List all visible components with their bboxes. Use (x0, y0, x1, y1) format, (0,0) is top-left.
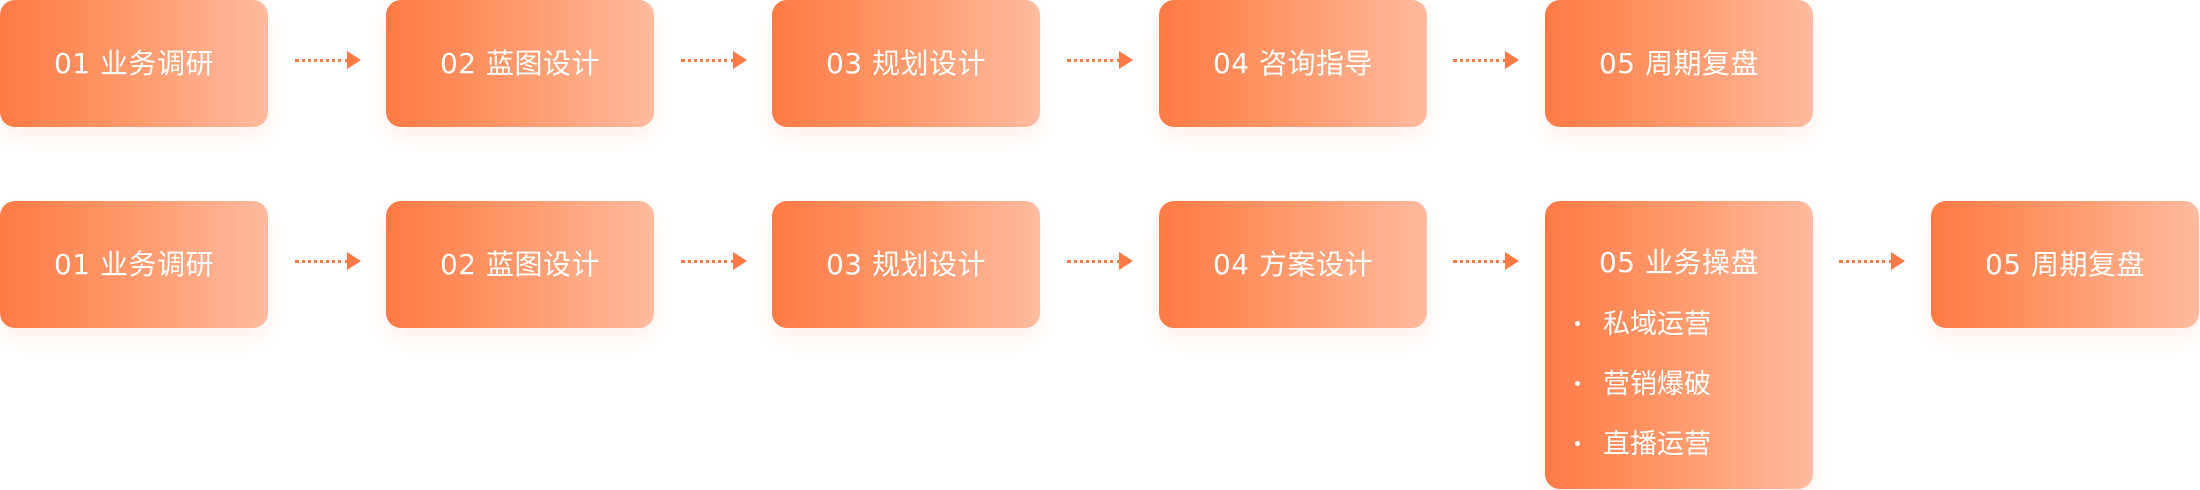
flow-step-row1-3: 03 规划设计 (772, 0, 1040, 127)
step-label: 03 规划设计 (825, 46, 987, 80)
sub-item-label: 私域运营 (1603, 309, 1711, 340)
sub-item-list: 私域运营 营销爆破 直播运营 (1575, 309, 1753, 460)
bullet-dot-icon (1575, 441, 1580, 446)
step-label: 02 蓝图设计 (439, 247, 601, 281)
step-label: 04 方案设计 (1212, 247, 1374, 281)
bullet-dot-icon (1575, 321, 1580, 326)
flow-step-row2-4: 04 方案设计 (1159, 201, 1427, 328)
flow-step-row2-2: 02 蓝图设计 (386, 201, 654, 328)
flow-step-row2-6: 05 周期复盘 (1931, 201, 2199, 328)
dotted-arrow-right-icon (1453, 250, 1519, 272)
sub-item: 私域运营 (1575, 309, 1753, 340)
dotted-arrow-right-icon (295, 250, 361, 272)
dotted-arrow-right-icon (1067, 250, 1133, 272)
sub-item-label: 直播运营 (1603, 429, 1711, 460)
flow-step-row1-4: 04 咨询指导 (1159, 0, 1427, 127)
flow-step-row2-3: 03 规划设计 (772, 201, 1040, 328)
dotted-arrow-right-icon (1839, 250, 1905, 272)
dotted-arrow-right-icon (1453, 49, 1519, 71)
sub-item: 营销爆破 (1575, 369, 1753, 400)
flow-step-row1-2: 02 蓝图设计 (386, 0, 654, 127)
flow-step-row2-5: 05 业务操盘 私域运营 营销爆破 直播运营 (1545, 201, 1813, 489)
flow-step-row2-1: 01 业务调研 (0, 201, 268, 328)
step-label: 04 咨询指导 (1212, 46, 1374, 80)
flow-step-row1-5: 05 周期复盘 (1545, 0, 1813, 127)
flow-step-row1-1: 01 业务调研 (0, 0, 268, 127)
dotted-arrow-right-icon (1067, 49, 1133, 71)
sub-item: 直播运营 (1575, 429, 1753, 460)
step-label: 05 业务操盘 (1598, 246, 1760, 279)
step-label: 05 周期复盘 (1984, 247, 2146, 281)
step-label: 01 业务调研 (53, 247, 215, 281)
step-label: 05 周期复盘 (1598, 46, 1760, 80)
step-label: 01 业务调研 (53, 46, 215, 80)
step-label: 02 蓝图设计 (439, 46, 601, 80)
step-label: 03 规划设计 (825, 247, 987, 281)
dotted-arrow-right-icon (681, 49, 747, 71)
sub-item-label: 营销爆破 (1603, 369, 1711, 400)
dotted-arrow-right-icon (681, 250, 747, 272)
dotted-arrow-right-icon (295, 49, 361, 71)
bullet-dot-icon (1575, 381, 1580, 386)
